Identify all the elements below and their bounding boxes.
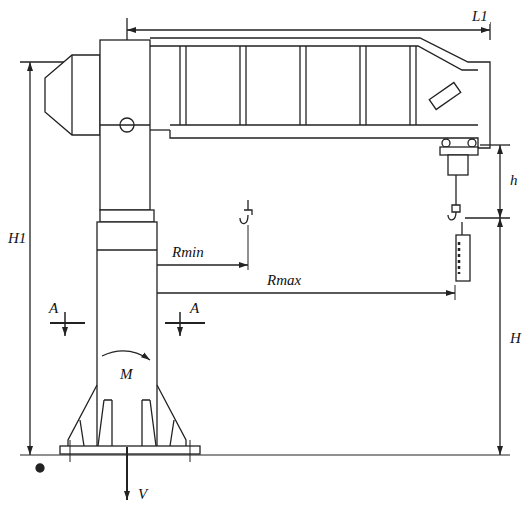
dimension-label: h: [508, 172, 520, 188]
dimension-label: A: [188, 300, 201, 316]
dimension-label: Rmax: [265, 272, 303, 288]
dimension-label: H1: [6, 230, 28, 246]
dimension-label: V: [136, 486, 149, 502]
dimension-label: H: [508, 330, 523, 346]
dimension-label: A: [47, 300, 60, 316]
dimension-label: L1: [470, 8, 490, 24]
dimension-label: Rmin: [170, 244, 206, 260]
dimension-label: M: [118, 366, 135, 382]
